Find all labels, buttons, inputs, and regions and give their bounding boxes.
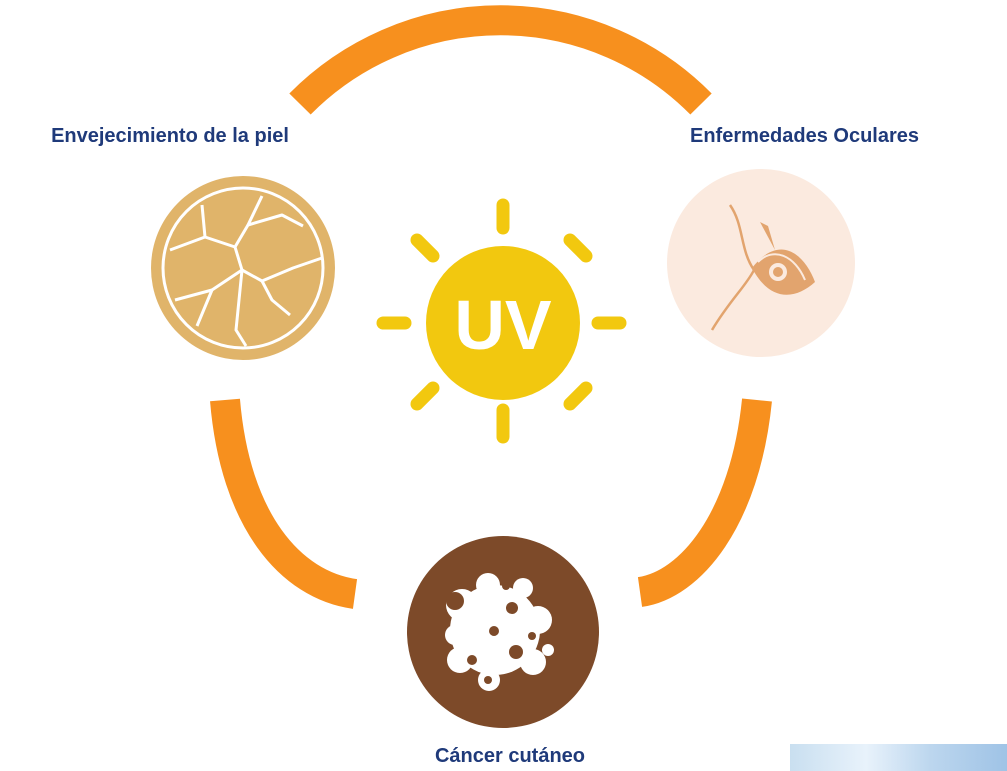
cycle-arcs: [210, 5, 772, 609]
cracked-skin-icon: [151, 176, 335, 360]
cancer-cell-icon: [407, 536, 599, 728]
eye-profile-icon: [667, 169, 855, 357]
arc-top: [289, 5, 712, 115]
label-skin-aging: Envejecimiento de la piel: [51, 125, 289, 147]
arc-right: [637, 398, 772, 607]
label-skin-cancer: Cáncer cutáneo: [434, 745, 586, 767]
uv-text: UV: [454, 286, 552, 364]
sun-icon: UV: [376, 198, 627, 444]
sky-photo-fragment: [790, 744, 1007, 771]
arc-left: [210, 398, 358, 609]
label-eye-diseases: Enfermedades Oculares: [690, 125, 919, 147]
